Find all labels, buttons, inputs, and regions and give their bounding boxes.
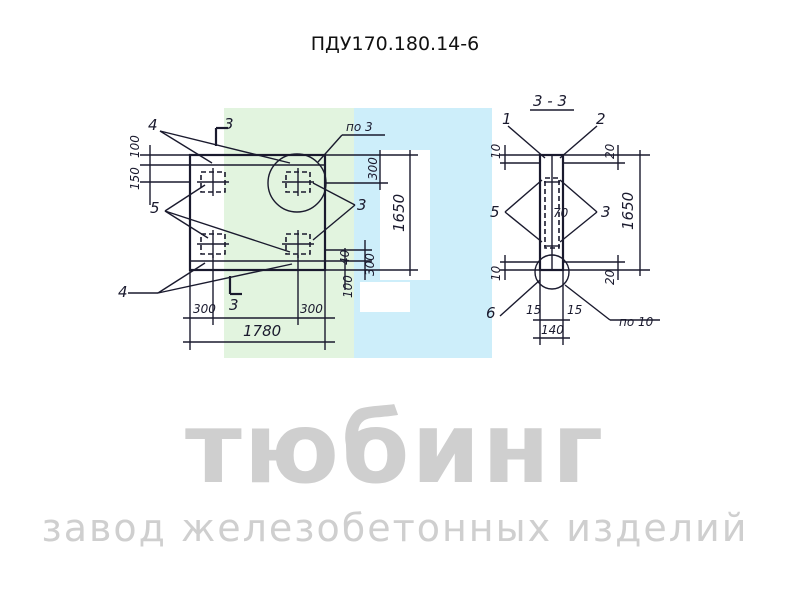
plan-view: 4 5 4 3 по 3 3 3 100 150 300 1650 40 300… bbox=[118, 115, 418, 350]
callout-4-top: 4 bbox=[148, 116, 158, 134]
callout-5-plan: 5 bbox=[150, 199, 160, 217]
watermark-cutout-lower bbox=[360, 282, 410, 312]
section-dim-15-left: 15 bbox=[526, 303, 541, 317]
dim-label-300-lower: 300 bbox=[363, 253, 377, 276]
dim-label-1650: 1650 bbox=[390, 194, 408, 232]
callout-1: 1 bbox=[502, 110, 512, 128]
callout-5-section: 5 bbox=[490, 203, 500, 221]
callout-6: 6 bbox=[486, 304, 496, 322]
section-dim-1650: 1650 bbox=[619, 192, 637, 230]
embed-plate-bottom-left bbox=[197, 230, 229, 258]
dim-label-150: 150 bbox=[128, 167, 142, 190]
section-dim-15-right: 15 bbox=[567, 303, 582, 317]
callout-2: 2 bbox=[596, 110, 606, 128]
section-dim-140: 140 bbox=[541, 323, 564, 337]
section-dim-10-top: 10 bbox=[489, 143, 503, 159]
callout-4-bottom: 4 bbox=[118, 283, 128, 301]
section-dim-20-top: 20 bbox=[603, 143, 617, 159]
watermark-green-panel bbox=[224, 108, 354, 358]
dim-label-100: 100 bbox=[128, 135, 142, 158]
watermark-cutout bbox=[380, 150, 430, 280]
detail-circle-section bbox=[534, 254, 570, 290]
section-dim-20-bottom: 20 bbox=[603, 269, 617, 285]
embed-plate-top-left bbox=[197, 168, 229, 196]
section-view: 3 - 3 1 bbox=[486, 92, 660, 345]
embed-plate-bottom-right bbox=[282, 230, 314, 258]
section-dim-70: 70 bbox=[553, 206, 569, 220]
callout-3-plan: 3 bbox=[357, 196, 367, 214]
dim-label-300-mid: 300 bbox=[300, 302, 323, 316]
detail-label-plan: по 3 bbox=[346, 120, 373, 134]
brand-tagline: завод железобетонных изделий bbox=[41, 506, 749, 550]
dim-label-300-right: 300 bbox=[366, 157, 380, 180]
dim-label-100-lower: 100 bbox=[341, 275, 355, 298]
brand-logo-text: тюбинг bbox=[184, 392, 606, 506]
dim-label-300-left: 300 bbox=[193, 302, 216, 316]
drawing-title: ПДУ170.180.14-6 bbox=[310, 33, 480, 55]
dim-label-1780: 1780 bbox=[243, 322, 281, 340]
section-mark-bottom: 3 bbox=[229, 296, 239, 314]
section-title: 3 - 3 bbox=[533, 92, 567, 110]
dim-label-40: 40 bbox=[338, 249, 352, 265]
embed-plate-top-right bbox=[282, 168, 314, 196]
section-dim-10-bottom: 10 bbox=[489, 265, 503, 281]
detail-label-section: по 10 bbox=[619, 315, 654, 329]
embed-plate-section bbox=[544, 177, 560, 249]
section-mark-top: 3 bbox=[224, 115, 234, 133]
callout-3-section: 3 bbox=[601, 203, 611, 221]
